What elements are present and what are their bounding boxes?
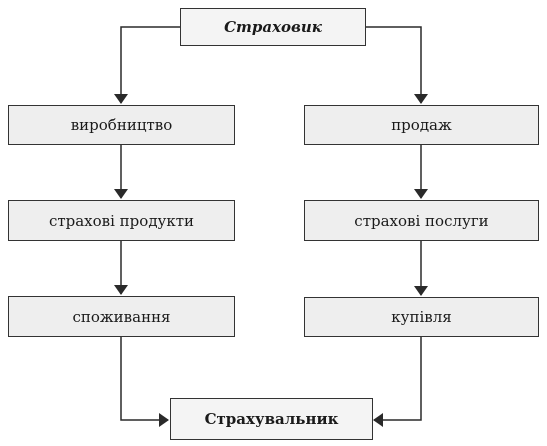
purchase-node: купівля — [304, 297, 539, 337]
connector-consumption-to-insured — [120, 337, 169, 427]
insurance-services-node: страхові послуги — [304, 200, 539, 241]
connector-purchase-to-insured — [373, 337, 422, 427]
connector-top-to-sale — [365, 26, 428, 104]
connector-top-to-production — [114, 26, 180, 104]
sale-node: продаж — [304, 105, 539, 145]
insured-node: Страхувальник — [170, 398, 373, 440]
consumption-node: споживання — [8, 296, 235, 337]
insurance-products-node: страхові продукти — [8, 200, 235, 241]
insurer-node: Страховик — [180, 8, 366, 46]
production-node: виробництво — [8, 105, 235, 145]
